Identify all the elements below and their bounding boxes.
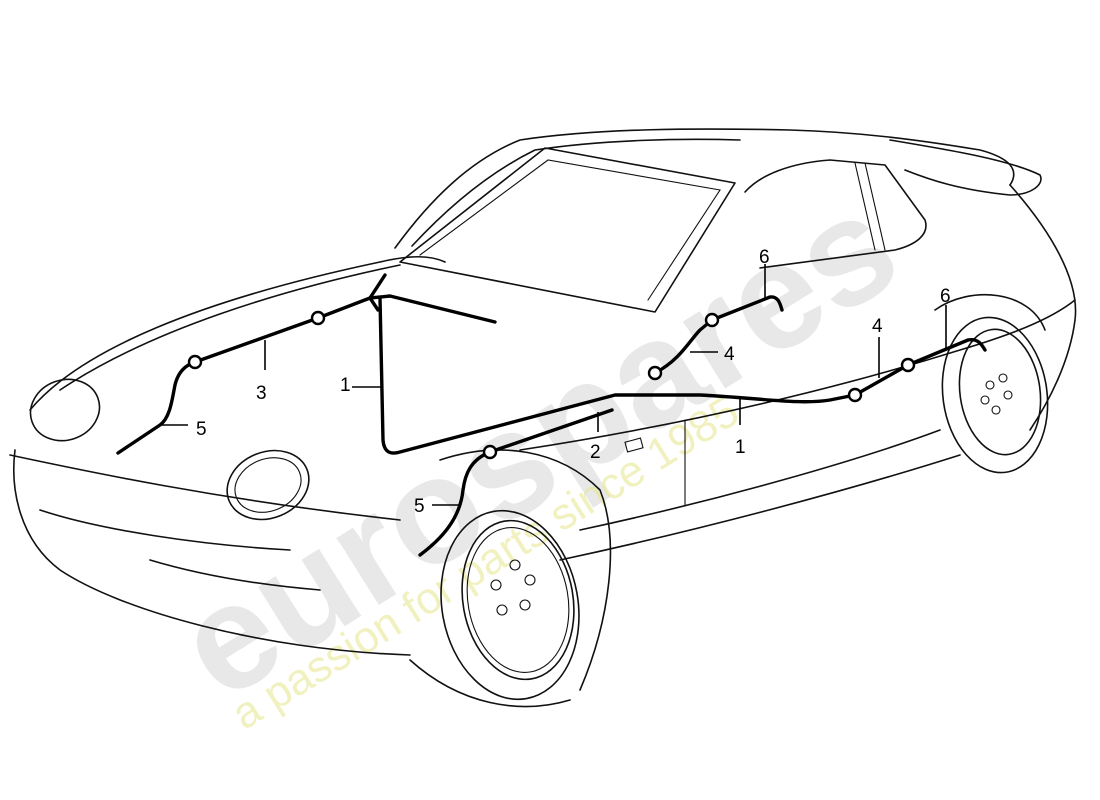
- callout-3: 3: [256, 383, 267, 404]
- callout-4-door: 4: [724, 344, 735, 365]
- callout-5-headlight-right: 5: [414, 496, 425, 517]
- harness-6-rear: [906, 337, 987, 367]
- harness-6-door: [710, 295, 784, 322]
- harness-1: [378, 296, 857, 455]
- callout-1-sill: 1: [735, 437, 746, 458]
- harness-4-door: [653, 318, 714, 375]
- callout-6-door: 6: [759, 247, 770, 268]
- harness-5-front-left: [116, 360, 197, 455]
- harness-2: [488, 408, 614, 454]
- callout-5-headlight-left: 5: [196, 419, 207, 440]
- callout-2: 2: [590, 442, 601, 463]
- harness-4-rear: [853, 363, 910, 397]
- harness-3: [193, 316, 320, 364]
- callout-6-rear: 6: [940, 286, 951, 307]
- harness-5-front-right: [418, 450, 492, 557]
- callout-4-rear: 4: [872, 316, 883, 337]
- callout-1-vertical: 1: [340, 375, 351, 396]
